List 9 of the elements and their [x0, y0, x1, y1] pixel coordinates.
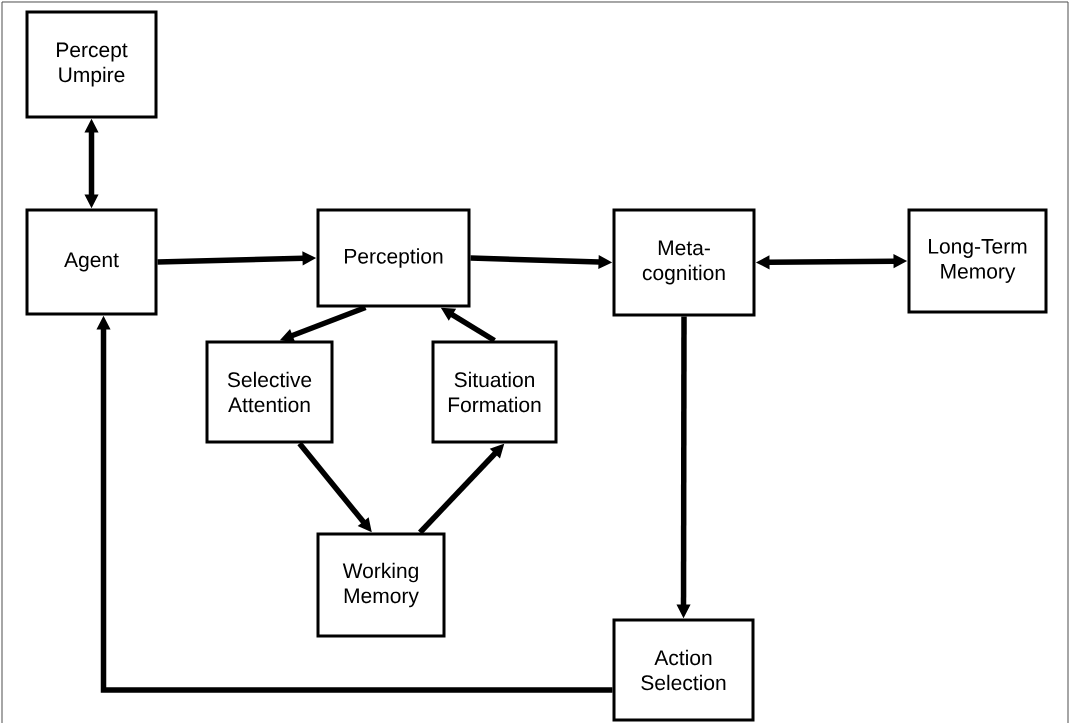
process-box: Situation Formation [431, 340, 558, 444]
process-box: Perception [316, 208, 471, 308]
process-box: Agent [25, 208, 158, 316]
process-box: Percept Umpire [25, 10, 158, 119]
process-box: Working Memory [316, 532, 446, 638]
process-box: Action Selection [612, 618, 755, 722]
process-box: Selective Attention [205, 340, 334, 444]
process-box: Meta-cognition [612, 208, 756, 317]
process-box: Long-Term Memory [907, 208, 1048, 314]
